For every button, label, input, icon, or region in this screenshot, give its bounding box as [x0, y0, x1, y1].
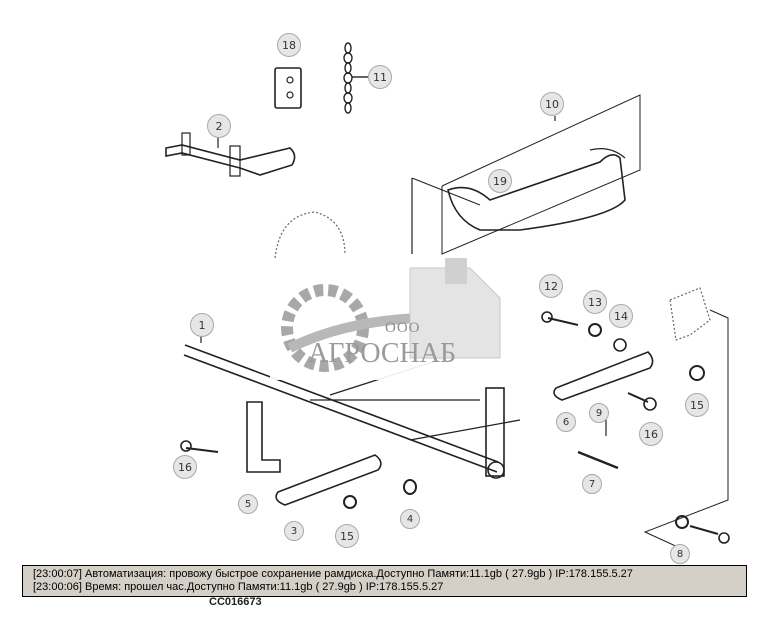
- watermark-logo: ООО АГРОСНАБ: [270, 258, 510, 380]
- callout-label: 8: [676, 548, 684, 560]
- callout-label: 3: [290, 525, 298, 537]
- callout-part-12[interactable]: 12: [539, 274, 563, 298]
- callout-part-13[interactable]: 13: [583, 290, 607, 314]
- callout-label: 13: [588, 295, 602, 309]
- callout-label: 6: [562, 416, 570, 428]
- callout-label: 15: [340, 529, 354, 543]
- callout-part-8[interactable]: 8: [670, 544, 690, 564]
- callout-part-6[interactable]: 6: [556, 412, 576, 432]
- callout-part-18[interactable]: 18: [277, 33, 301, 57]
- callout-part-4[interactable]: 4: [400, 509, 420, 529]
- callout-label: 4: [406, 513, 414, 525]
- callout-part-14[interactable]: 14: [609, 304, 633, 328]
- callout-part-9[interactable]: 9: [589, 403, 609, 423]
- callout-part-3[interactable]: 3: [284, 521, 304, 541]
- callout-label: 19: [493, 174, 507, 188]
- callout-part-11[interactable]: 11: [368, 65, 392, 89]
- callout-part-15-right[interactable]: 15: [685, 393, 709, 417]
- callout-label: 1: [198, 318, 206, 332]
- callout-label: 9: [595, 407, 603, 419]
- callout-label: 7: [588, 478, 596, 490]
- callout-label: 16: [644, 427, 658, 441]
- log-line: [23:00:06] Время: прошел час.Доступно Па…: [33, 581, 444, 593]
- callout-label: 12: [544, 279, 558, 293]
- callout-label: 14: [614, 309, 628, 323]
- callout-part-2[interactable]: 2: [207, 114, 231, 138]
- callout-part-10[interactable]: 10: [540, 92, 564, 116]
- callout-part-15-left[interactable]: 15: [335, 524, 359, 548]
- gear-icon: [281, 258, 501, 372]
- figure-code: CC016673: [209, 596, 262, 608]
- watermark-company-name: АГРОСНАБ: [308, 338, 457, 369]
- callout-part-16-left[interactable]: 16: [173, 455, 197, 479]
- callout-part-5[interactable]: 5: [238, 494, 258, 514]
- callout-label: 15: [690, 398, 704, 412]
- callout-label: 2: [215, 119, 223, 133]
- watermark-prefix: ООО: [385, 320, 421, 336]
- callout-label: 11: [373, 70, 387, 84]
- callout-label: 18: [282, 38, 296, 52]
- callout-label: 5: [244, 498, 252, 510]
- callout-label: 16: [178, 460, 192, 474]
- callout-part-7[interactable]: 7: [582, 474, 602, 494]
- status-log: [23:00:07] Автоматизация: провожу быстро…: [22, 565, 747, 597]
- callout-part-16-right[interactable]: 16: [639, 422, 663, 446]
- callout-label: 10: [545, 97, 559, 111]
- callout-part-19[interactable]: 19: [488, 169, 512, 193]
- callout-part-1[interactable]: 1: [190, 313, 214, 337]
- log-line: [23:00:07] Автоматизация: провожу быстро…: [33, 568, 633, 580]
